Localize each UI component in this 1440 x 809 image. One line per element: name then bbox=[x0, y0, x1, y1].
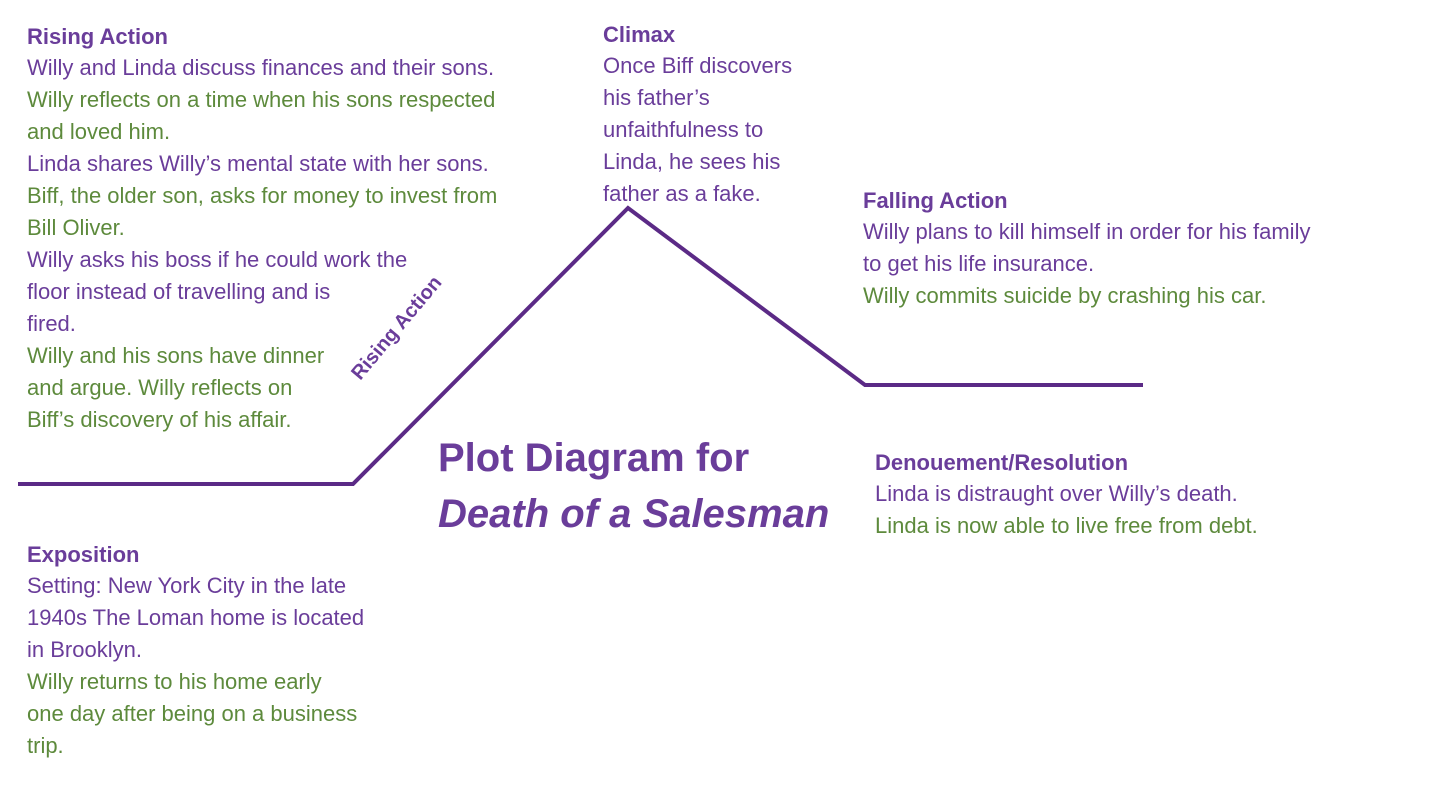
rising-action-heading: Rising Action bbox=[27, 24, 168, 49]
rising-action-line: Willy and his sons have dinner bbox=[27, 343, 325, 368]
falling-action-line: Willy commits suicide by crashing his ca… bbox=[863, 283, 1267, 308]
exposition-line: in Brooklyn. bbox=[27, 637, 142, 662]
rising-action-line: Willy reflects on a time when his sons r… bbox=[27, 87, 496, 112]
diagram-title-line2: Death of a Salesman bbox=[438, 492, 830, 536]
plot-arc-line bbox=[18, 205, 1143, 486]
denouement-line: Linda is now able to live free from debt… bbox=[875, 513, 1258, 538]
rising-action-line: Bill Oliver. bbox=[27, 215, 125, 240]
rising-action-line: Willy and Linda discuss finances and the… bbox=[27, 55, 495, 80]
falling-action-line: Willy plans to kill himself in order for… bbox=[863, 219, 1311, 244]
rising-action-line: fired. bbox=[27, 311, 76, 336]
climax-line: his father’s bbox=[603, 85, 710, 110]
rising-action-line: Biff’s discovery of his affair. bbox=[27, 407, 292, 432]
rising-action-line: Biff, the older son, asks for money to i… bbox=[27, 183, 498, 208]
exposition-section: Exposition Setting: New York City in the… bbox=[27, 540, 364, 762]
falling-action-section: Falling Action Willy plans to kill himse… bbox=[863, 186, 1310, 312]
rising-action-line: Willy asks his boss if he could work the bbox=[27, 247, 408, 272]
climax-line: Linda, he sees his bbox=[603, 149, 781, 174]
exposition-heading: Exposition bbox=[27, 542, 140, 567]
climax-line: Once Biff discovers bbox=[603, 53, 793, 78]
denouement-heading: Denouement/Resolution bbox=[875, 450, 1129, 475]
falling-action-heading: Falling Action bbox=[863, 188, 1008, 213]
climax-line: unfaithfulness to bbox=[603, 117, 764, 142]
climax-section: Climax Once Biff discovers his father’s … bbox=[603, 20, 792, 210]
exposition-line: 1940s The Loman home is located bbox=[27, 605, 365, 630]
climax-line: father as a fake. bbox=[603, 181, 761, 206]
falling-action-line: to get his life insurance. bbox=[863, 251, 1095, 276]
exposition-line: Setting: New York City in the late bbox=[27, 573, 347, 598]
denouement-line: Linda is distraught over Willy’s death. bbox=[875, 481, 1238, 506]
climax-heading: Climax bbox=[603, 22, 676, 47]
rising-action-line: and argue. Willy reflects on bbox=[27, 375, 293, 400]
exposition-line: trip. bbox=[27, 733, 64, 758]
diagram-title: Plot Diagram for Death of a Salesman bbox=[438, 430, 829, 542]
exposition-line: Willy returns to his home early bbox=[27, 669, 322, 694]
exposition-line: one day after being on a business bbox=[27, 701, 358, 726]
rising-action-line: Linda shares Willy’s mental state with h… bbox=[27, 151, 489, 176]
diagram-title-line1: Plot Diagram for bbox=[438, 436, 750, 480]
denouement-section: Denouement/Resolution Linda is distraugh… bbox=[875, 448, 1258, 542]
rising-action-section: Rising Action Willy and Linda discuss fi… bbox=[27, 22, 497, 436]
rising-action-line: and loved him. bbox=[27, 119, 171, 144]
rising-action-line: floor instead of travelling and is bbox=[27, 279, 331, 304]
